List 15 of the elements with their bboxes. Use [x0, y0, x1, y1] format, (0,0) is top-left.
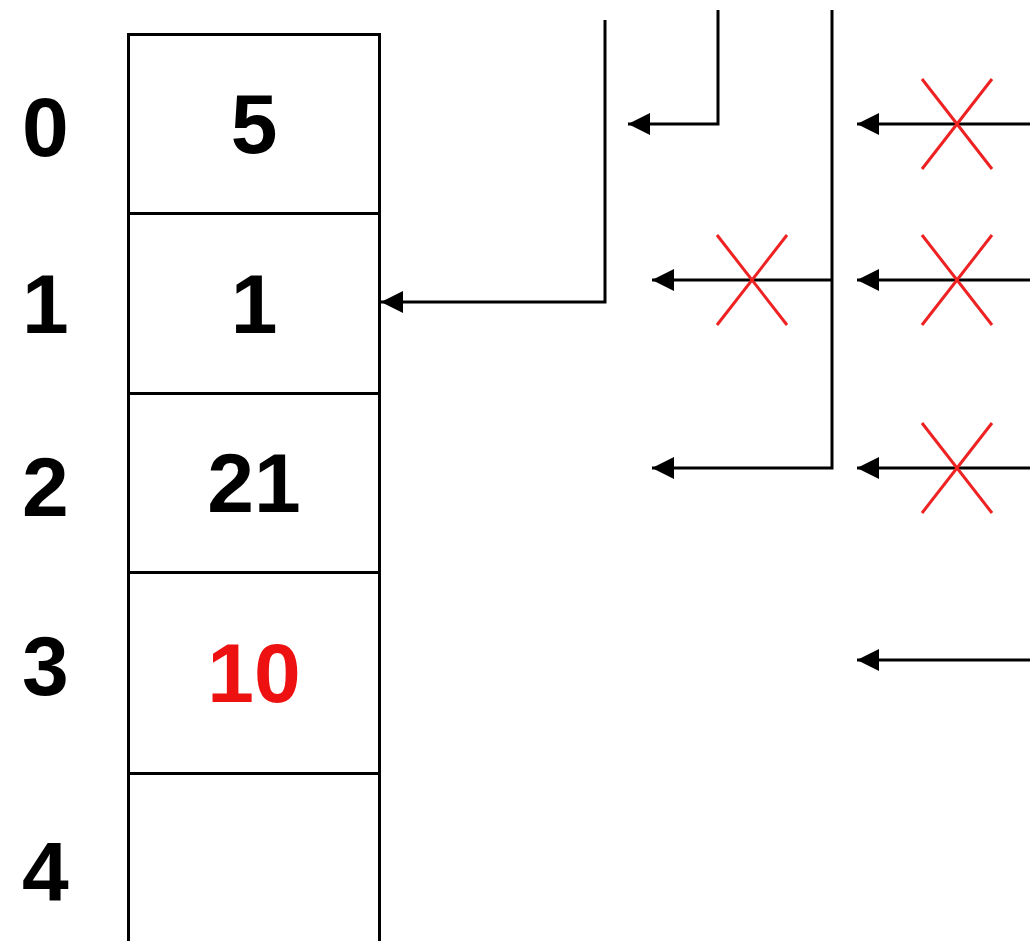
index-label: 4	[22, 830, 69, 914]
cell-value: 10	[207, 631, 301, 715]
table-cell	[127, 772, 381, 941]
index-label: 3	[22, 624, 69, 708]
cell-value: 21	[207, 441, 301, 525]
table-cell	[127, 571, 381, 775]
table-cell	[127, 392, 381, 574]
table-cell	[127, 33, 381, 215]
index-label: 2	[22, 445, 69, 529]
index-label: 0	[22, 85, 69, 169]
cell-value: 1	[230, 261, 278, 346]
cell-value: 5	[230, 82, 278, 166]
index-label: 1	[22, 262, 69, 346]
arrow	[381, 20, 607, 313]
table-cell	[127, 212, 381, 395]
